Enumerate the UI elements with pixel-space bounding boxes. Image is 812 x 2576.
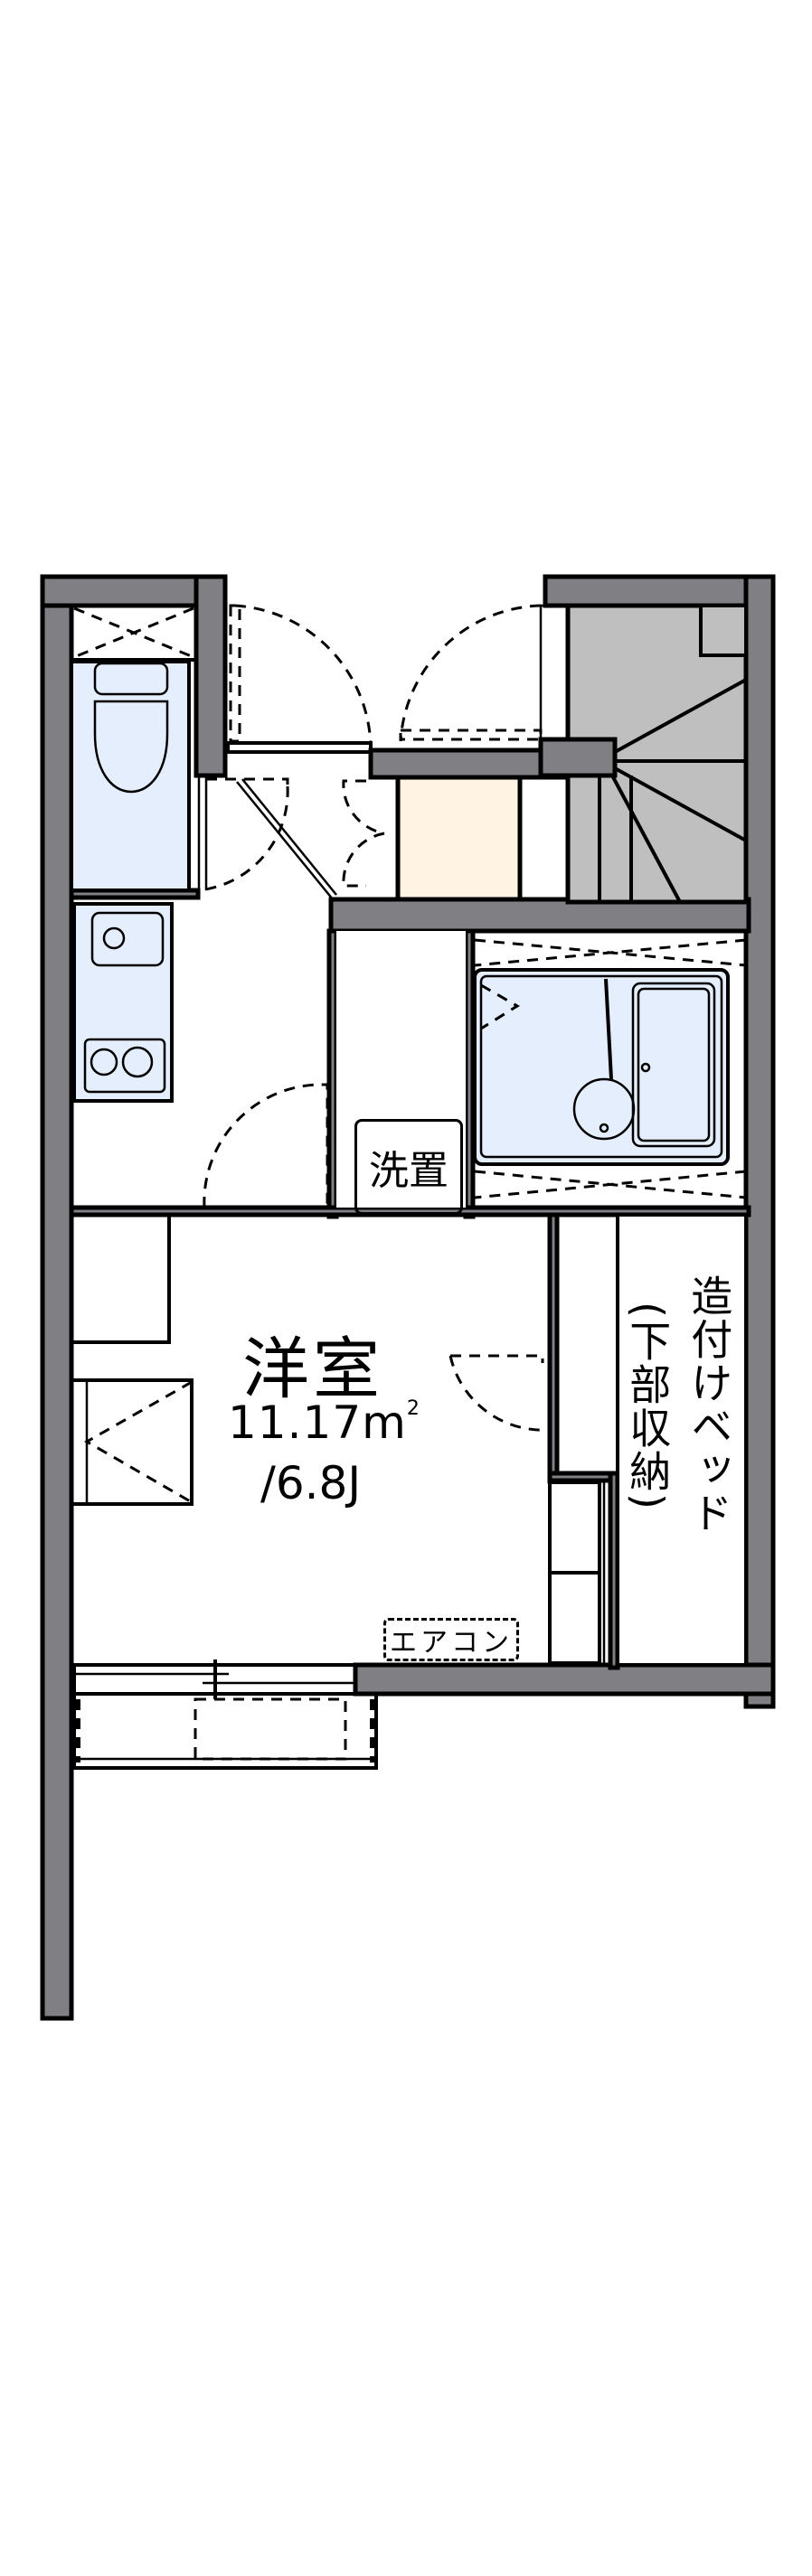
window-icon <box>72 1659 378 1770</box>
kitchen <box>72 902 329 1208</box>
entrance-doors <box>226 604 570 754</box>
bathroom <box>473 938 747 1199</box>
toilet-room <box>70 604 198 892</box>
room-name: 洋室 <box>242 1330 383 1408</box>
outer-walls <box>40 574 776 2021</box>
room-area: 11.17m2 <box>228 1396 420 1449</box>
room-jo-size: /6.8J <box>260 1457 362 1509</box>
aircon-label: エアコン <box>383 1618 519 1661</box>
washer-space-label: 洗置 <box>354 1119 463 1215</box>
washbasin-icon <box>572 978 636 1141</box>
bathtub-icon <box>631 982 716 1148</box>
built-in-bed-label: 造付けベッド <box>685 1274 734 1535</box>
room-area-unit-sup: 2 <box>406 1397 420 1420</box>
toilet-icon <box>93 662 169 794</box>
stove-icon <box>83 1038 166 1094</box>
room-area-unit: m <box>362 1396 407 1449</box>
laundry-room <box>336 931 466 1208</box>
western-room <box>70 1213 549 1506</box>
stairs-icon <box>538 603 749 905</box>
storage-closet <box>395 775 523 902</box>
sink-icon <box>90 911 165 967</box>
room-area-value: 11.17 <box>228 1396 363 1449</box>
hallway <box>197 777 385 900</box>
built-in-bed-sublabel: (下部収納) <box>623 1302 673 1511</box>
built-in-bed <box>548 1213 748 1667</box>
